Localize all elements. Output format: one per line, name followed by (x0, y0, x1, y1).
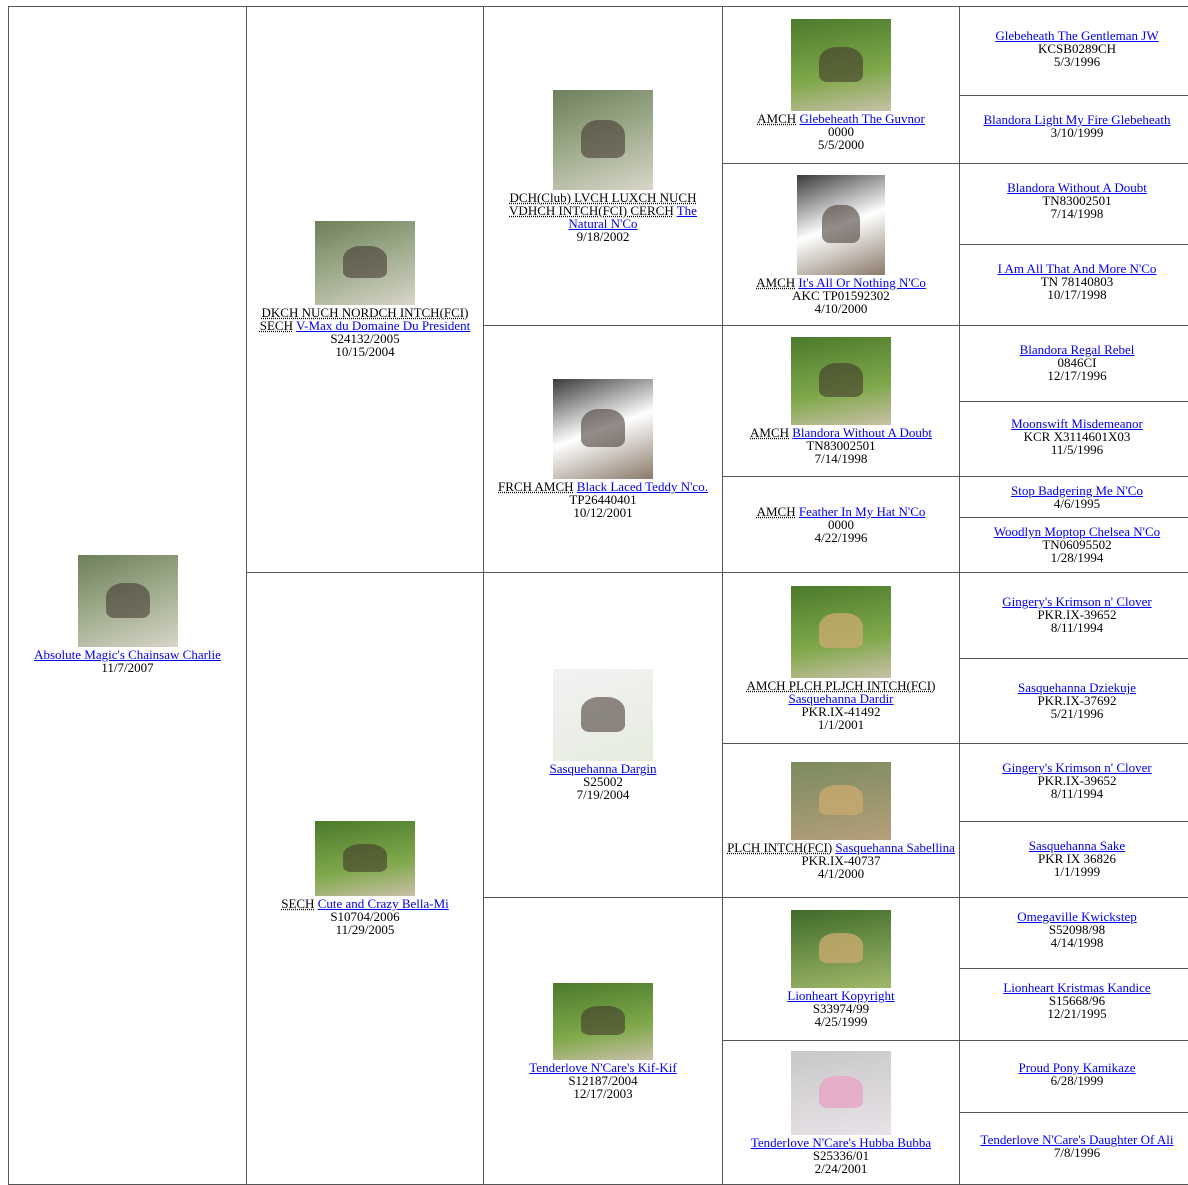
dam-dam-photo (553, 983, 653, 1060)
ggp-date-8: 2/24/2001 (815, 1161, 868, 1176)
ggp-titles-1: AMCH (757, 111, 796, 126)
gen5-cell-15: Proud Pony Kamikaze 6/28/1999 (960, 1041, 1188, 1113)
gen5-cell-5: Blandora Regal Rebel 0846CI 12/17/1996 (960, 326, 1188, 402)
sire-photo (315, 221, 415, 305)
ggp-photo-8 (791, 1051, 891, 1135)
gen5-cell-2: Blandora Light My Fire Glebeheath 3/10/1… (960, 96, 1188, 164)
sire-sire-date: 9/18/2002 (577, 229, 630, 244)
ggp-cell-1: AMCH Glebeheath The Guvnor 0000 5/5/2000 (723, 7, 960, 164)
gen5-cell-14: Lionheart Kristmas Kandice S15668/96 12/… (960, 969, 1188, 1041)
dam-cell: SECH Cute and Crazy Bella-Mi S10704/2006… (247, 573, 484, 1185)
gen5-date-15: 6/28/1999 (1051, 1073, 1104, 1088)
gen5-cell-9: Gingery's Krimson n' Clover PKR.IX-39652… (960, 573, 1188, 659)
sire-sire-titles: DCH(Club) LVCH LUXCH NUCH VDHCH INTCH(FC… (509, 190, 696, 218)
gen5-date-9: 8/11/1994 (1051, 620, 1103, 635)
ggp-cell-2: AMCH It's All Or Nothing N'Co AKC TP0159… (723, 164, 960, 326)
gen5-cell-1: Glebeheath The Gentleman JW KCSB0289CH 5… (960, 7, 1188, 96)
gen5-date-11: 8/11/1994 (1051, 786, 1103, 801)
ggp-name-link-4[interactable]: Feather In My Hat N'Co (799, 504, 926, 519)
ggp-cell-6: PLCH INTCH(FCI) Sasquehanna Sabellina PK… (723, 744, 960, 898)
ggp-photo-6 (791, 762, 891, 840)
sire-cell: DKCH NUCH NORDCH INTCH(FCI) SECH V-Max d… (247, 7, 484, 573)
ggp-photo-5 (791, 586, 891, 678)
dog-photo (78, 555, 178, 647)
gen5-date-7: 4/6/1995 (1054, 496, 1100, 511)
gen5-date-16: 7/8/1996 (1054, 1145, 1100, 1160)
dam-sire-date: 7/19/2004 (577, 787, 630, 802)
sire-sire-cell: DCH(Club) LVCH LUXCH NUCH VDHCH INTCH(FC… (484, 7, 723, 326)
gen5-cell-4: I Am All That And More N'Co TN 78140803 … (960, 245, 1188, 326)
sire-dam-titles: FRCH AMCH (498, 479, 574, 494)
ggp-photo-3 (791, 337, 891, 425)
gen5-cell-3: Blandora Without A Doubt TN83002501 7/14… (960, 164, 1188, 245)
ggp-date-3: 7/14/1998 (815, 451, 868, 466)
gen5-cell-7: Stop Badgering Me N'Co 4/6/1995 (960, 477, 1188, 518)
pedigree-table: Absolute Magic's Chainsaw Charlie 11/7/2… (8, 6, 1188, 1185)
ggp-date-4: 4/22/1996 (815, 530, 868, 545)
gen5-date-13: 4/14/1998 (1051, 935, 1104, 950)
gen5-cell-6: Moonswift Misdemeanor KCR X3114601X03 11… (960, 402, 1188, 477)
sire-dam-photo (553, 379, 653, 479)
dam-sire-cell: Sasquehanna Dargin S25002 7/19/2004 (484, 573, 723, 898)
ggp-date-7: 4/25/1999 (815, 1014, 868, 1029)
gen5-date-3: 7/14/1998 (1051, 206, 1104, 221)
sire-dam-cell: FRCH AMCH Black Laced Teddy N'co. TP2644… (484, 326, 723, 573)
dam-dam-cell: Tenderlove N'Care's Kif-Kif S12187/2004 … (484, 898, 723, 1185)
ggp-date-1: 5/5/2000 (818, 137, 864, 152)
dog-date: 11/7/2007 (101, 660, 153, 675)
ggp-date-2: 4/10/2000 (815, 301, 868, 316)
gen5-date-2: 3/10/1999 (1051, 125, 1104, 140)
sire-dam-date: 10/12/2001 (573, 505, 632, 520)
ggp-cell-3: AMCH Blandora Without A Doubt TN83002501… (723, 326, 960, 477)
ggp-titles-3: AMCH (750, 425, 789, 440)
ggp-titles-4: AMCH (757, 504, 796, 519)
ggp-photo-2 (797, 175, 885, 275)
dam-dam-date: 12/17/2003 (573, 1086, 632, 1101)
gen5-cell-11: Gingery's Krimson n' Clover PKR.IX-39652… (960, 744, 1188, 822)
ggp-cell-4: AMCH Feather In My Hat N'Co 0000 4/22/19… (723, 477, 960, 573)
gen5-cell-16: Tenderlove N'Care's Daughter Of Ali 7/8/… (960, 1113, 1188, 1185)
gen5-date-6: 11/5/1996 (1051, 442, 1103, 457)
dam-date: 11/29/2005 (336, 922, 395, 937)
gen5-date-1: 5/3/1996 (1054, 54, 1100, 69)
gen5-date-14: 12/21/1995 (1047, 1006, 1106, 1021)
gen5-cell-12: Sasquehanna Sake PKR IX 36826 1/1/1999 (960, 822, 1188, 898)
gen5-date-4: 10/17/1998 (1047, 287, 1106, 302)
dog-cell: Absolute Magic's Chainsaw Charlie 11/7/2… (9, 7, 247, 1185)
sire-sire-photo (553, 90, 653, 190)
gen5-date-5: 12/17/1996 (1047, 368, 1106, 383)
gen5-cell-8: Woodlyn Moptop Chelsea N'Co TN06095502 1… (960, 518, 1188, 573)
ggp-cell-7: Lionheart Kopyright S33974/99 4/25/1999 (723, 898, 960, 1041)
dam-titles: SECH (281, 896, 314, 911)
gen5-date-10: 5/21/1996 (1051, 706, 1104, 721)
ggp-photo-1 (791, 19, 891, 111)
gen5-cell-13: Omegaville Kwickstep S52098/98 4/14/1998 (960, 898, 1188, 969)
dam-sire-photo (553, 669, 653, 761)
ggp-date-6: 4/1/2000 (818, 866, 864, 881)
dam-photo (315, 821, 415, 896)
gen5-cell-10: Sasquehanna Dziekuje PKR.IX-37692 5/21/1… (960, 659, 1188, 744)
ggp-cell-8: Tenderlove N'Care's Hubba Bubba S25336/0… (723, 1041, 960, 1185)
gen5-date-12: 1/1/1999 (1054, 864, 1100, 879)
sire-date: 10/15/2004 (335, 344, 394, 359)
ggp-photo-7 (791, 910, 891, 988)
ggp-name-link-1[interactable]: Glebeheath The Guvnor (799, 111, 924, 126)
ggp-titles-2: AMCH (756, 275, 795, 290)
ggp-cell-5: AMCH PLCH PLJCH INTCH(FCI) Sasquehanna D… (723, 573, 960, 744)
gen5-date-8: 1/28/1994 (1051, 550, 1104, 565)
ggp-date-5: 1/1/2001 (818, 717, 864, 732)
